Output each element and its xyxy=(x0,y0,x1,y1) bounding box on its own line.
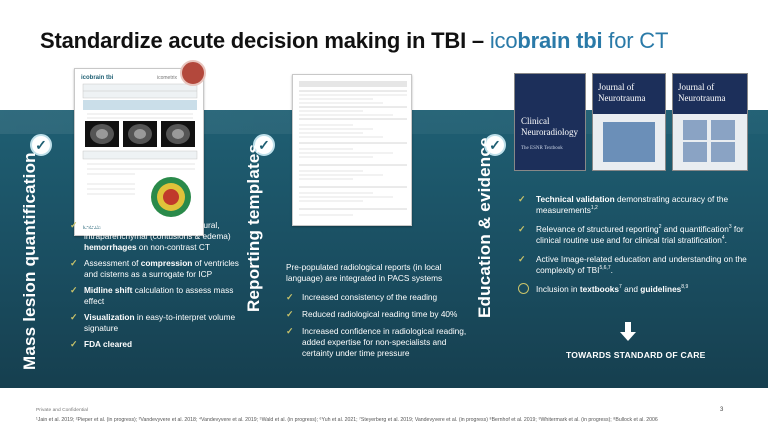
reporting-intro: Pre-populated radiological reports (in l… xyxy=(286,262,443,283)
list-item: ✓Increased consistency of the reading xyxy=(286,292,438,302)
section-title-mass-lesion: Mass lesion quantification xyxy=(20,152,39,370)
education-list: ✓Technical validation demonstrating accu… xyxy=(518,194,750,303)
list-item: ✓Quantification of subdural, epidural, i… xyxy=(70,220,231,252)
report-illustration: icobrain tbi icometrix xyxy=(81,75,198,231)
check-icon: ✓ xyxy=(518,194,526,204)
check-icon: ✓ xyxy=(286,326,294,336)
list-item: ✓Assessment of compression of ventricles… xyxy=(70,258,239,279)
mass-lesion-list: ✓Quantification of subdural, epidural, i… xyxy=(70,220,250,355)
check-icon: ✓ xyxy=(286,309,294,319)
check-icon: ✓ xyxy=(70,258,78,268)
confidential-note: Private and Confidential xyxy=(36,408,88,413)
reporting-template-thumbnail xyxy=(292,74,412,226)
slide-title: Standardize acute decision making in TBI… xyxy=(40,28,668,54)
title-brand-bold: brain tbi xyxy=(517,28,603,53)
page-number: 3 xyxy=(720,407,724,413)
list-item: Inclusion in textbooks7 and guidelines8,… xyxy=(518,283,750,295)
list-item: ✓FDA cleared xyxy=(70,339,133,349)
svg-text:icobrain tbi: icobrain tbi xyxy=(81,75,114,81)
template-illustration xyxy=(299,81,407,216)
check-icon: ✓ xyxy=(286,292,294,302)
journal2-title: Journal of Neurotrauma xyxy=(678,82,726,103)
title-main: Standardize acute decision making in TBI… xyxy=(40,28,484,53)
book-clinical-neuroradiology: Clinical Neuroradiology The ESNR Textboo… xyxy=(514,73,586,171)
check-circle-icon: ✓ xyxy=(30,134,52,156)
list-item: ✓Relevance of structured reporting2 and … xyxy=(518,224,744,245)
check-icon: ✓ xyxy=(70,285,78,295)
check-circle-icon: ✓ xyxy=(484,134,506,156)
check-icon: ✓ xyxy=(518,254,526,264)
clock-icon xyxy=(518,283,529,294)
title-tail: for CT xyxy=(608,28,669,53)
section-title-education: Education & evidence xyxy=(475,137,494,318)
list-item: ✓Reduced radiological reading time by 40… xyxy=(286,309,458,319)
book1-title: Clinical Neuroradiology xyxy=(521,116,578,137)
svg-text:icometrix: icometrix xyxy=(157,75,178,81)
svg-text:icobrain: icobrain xyxy=(83,225,101,231)
check-icon: ✓ xyxy=(70,312,78,322)
references: ¹Jain et al. 2019; ²Pieper et al. (in pr… xyxy=(36,417,658,423)
check-circle-icon: ✓ xyxy=(253,134,275,156)
list-item: ✓Midline shift calculation to assess mas… xyxy=(70,285,234,306)
list-item: ✓Increased confidence in radiological re… xyxy=(286,326,467,358)
towards-standard-of-care: TOWARDS STANDARD OF CARE xyxy=(566,350,706,360)
list-item: ✓Technical validation demonstrating accu… xyxy=(518,194,729,215)
journal-neurotrauma-1: Journal of Neurotrauma xyxy=(592,73,666,171)
check-icon: ✓ xyxy=(518,224,526,234)
book1-subtitle: The ESNR Textbook xyxy=(521,146,563,151)
title-brand-light: ico xyxy=(489,28,518,53)
journal1-title: Journal of Neurotrauma xyxy=(598,82,646,103)
check-icon: ✓ xyxy=(70,220,78,230)
list-item: ✓Visualization in easy-to-interpret volu… xyxy=(70,312,236,333)
check-icon: ✓ xyxy=(70,339,78,349)
list-item: ✓Active Image-related education and unde… xyxy=(518,254,747,275)
icobrain-report-thumbnail: icobrain tbi icometrix xyxy=(74,68,204,236)
reporting-list: Pre-populated radiological reports (in l… xyxy=(286,262,476,365)
journal-neurotrauma-2: Journal of Neurotrauma xyxy=(672,73,748,171)
fda-stamp-icon xyxy=(180,60,206,86)
textbooks-journals: Clinical Neuroradiology The ESNR Textboo… xyxy=(514,73,750,171)
